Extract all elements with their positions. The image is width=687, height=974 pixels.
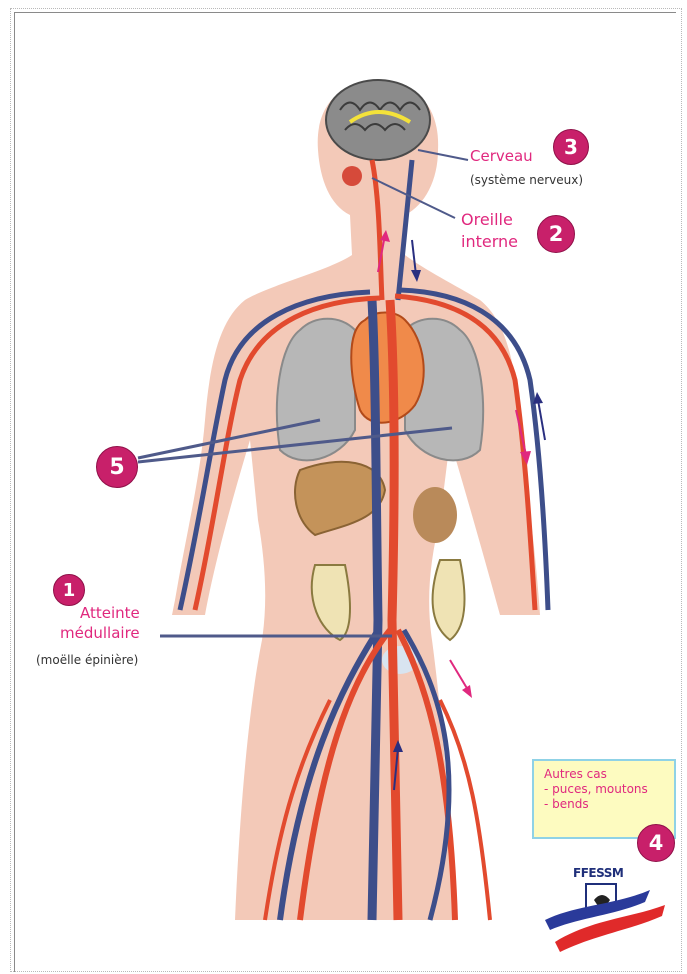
badge-3: 3 bbox=[553, 129, 589, 165]
spinal-sublabel: (moëlle épinière) bbox=[36, 653, 138, 667]
brain-label: Cerveau bbox=[470, 148, 533, 165]
badge-4: 4 bbox=[637, 824, 675, 862]
inner-ear-label-line2: interne bbox=[461, 233, 518, 251]
inner-ear-organ bbox=[342, 166, 362, 186]
ffessm-logo-text: FFESSM bbox=[573, 866, 623, 880]
badge-5: 5 bbox=[96, 446, 138, 488]
badge-1: 1 bbox=[53, 574, 85, 606]
spinal-label-line1: Atteinte bbox=[80, 605, 140, 622]
stomach bbox=[413, 487, 457, 543]
inner-ear-label-line1: Oreille bbox=[461, 211, 513, 229]
flow-arrow-leg-down-head bbox=[462, 685, 472, 698]
other-cases-line-3: - bends bbox=[544, 797, 664, 812]
brain bbox=[326, 80, 430, 160]
flow-arrow-leg-down bbox=[450, 660, 468, 690]
right-intestine bbox=[433, 560, 465, 640]
brain-sublabel: (système nerveux) bbox=[470, 173, 583, 187]
badge-2: 2 bbox=[537, 215, 575, 253]
other-cases-line-2: - puces, moutons bbox=[544, 782, 664, 797]
spinal-label-line2: médullaire bbox=[60, 625, 140, 642]
other-cases-line-1: Autres cas bbox=[544, 767, 664, 782]
